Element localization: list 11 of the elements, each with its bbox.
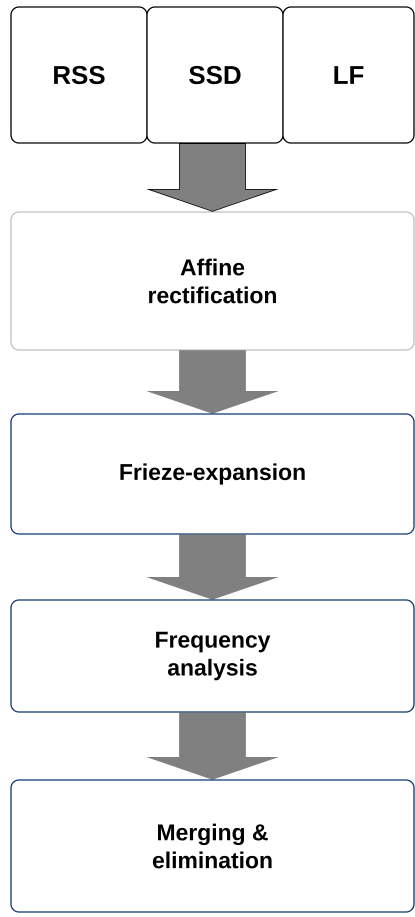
block-arrow bbox=[146, 712, 279, 780]
process-box: Frieze-expansion bbox=[10, 413, 415, 535]
process-box: Merging & elimination bbox=[10, 779, 415, 913]
process-box: RSS bbox=[10, 6, 148, 144]
process-box: LF bbox=[282, 6, 415, 144]
block-arrow bbox=[146, 350, 279, 414]
process-box: Frequency analysis bbox=[10, 599, 415, 713]
block-arrow bbox=[146, 143, 279, 212]
process-box: SSD bbox=[146, 6, 284, 144]
process-box: Affine rectification bbox=[10, 211, 415, 351]
block-arrow bbox=[146, 534, 279, 600]
